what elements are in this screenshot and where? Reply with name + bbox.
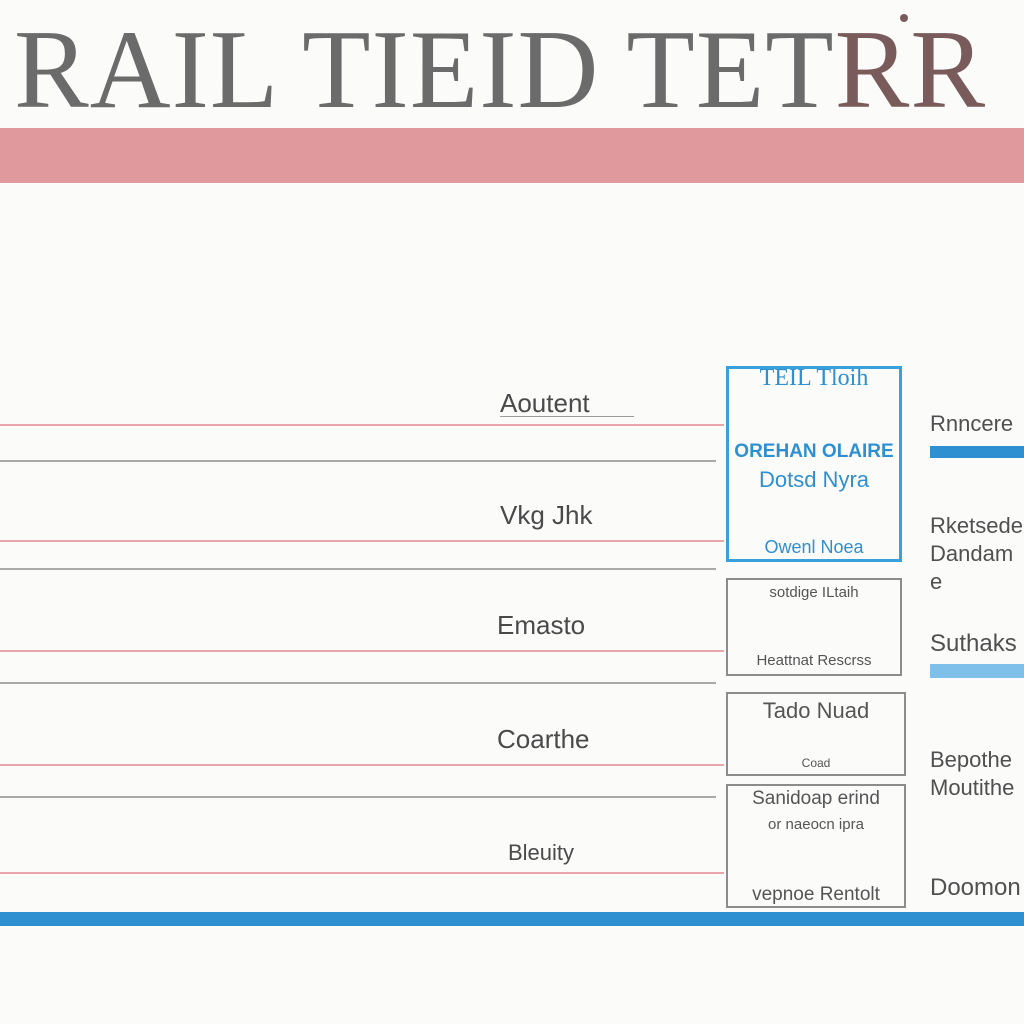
- row-rule-pink-1: [0, 424, 724, 426]
- side-label-3: Suthaks: [930, 630, 1017, 657]
- row-rule-gray-4: [0, 796, 716, 798]
- row-label-2: Vkg Jhk: [500, 500, 593, 530]
- info-card-4-line-3: vepnoe Rentolt: [752, 884, 880, 905]
- row-rule-pink-4: [0, 764, 724, 766]
- footer-band: [0, 912, 1024, 926]
- header-band: [0, 128, 1024, 183]
- page-title: RAIL TIEID TETRR: [14, 14, 986, 126]
- row-label-5: Bleuity: [508, 840, 575, 865]
- info-card-1-line-1: TEIL Tloih: [759, 366, 869, 391]
- info-card-3-line-1: Tado Nuad: [762, 698, 870, 723]
- side-label-1: Rnncere: [930, 411, 1014, 436]
- info-card-1-line-4: Owenl Noea: [764, 537, 864, 557]
- info-card-4-line-1: Sanidoap erind: [752, 788, 880, 809]
- info-card-3[interactable]: Tado Nuad Coad: [726, 692, 906, 776]
- side-bar-3: [930, 664, 1024, 678]
- row-rule-gray-2: [0, 568, 716, 570]
- page-title-accent: RR: [834, 8, 987, 132]
- side-label-4: Bepothe Moutithe: [930, 747, 1015, 800]
- info-card-1-line-2: OREHAN OLAIRE: [734, 441, 894, 462]
- row-label-4: Coarthe: [497, 724, 590, 754]
- info-card-4-line-2: or naeocn ipra: [768, 816, 864, 833]
- row-label-underline-1: [500, 416, 634, 417]
- info-card-3-line-2: Coad: [801, 756, 831, 770]
- row-label-1: Aoutent: [500, 388, 590, 418]
- info-card-2-line-2: Heattnat Rescrss: [756, 652, 872, 669]
- info-card-1[interactable]: TEIL Tloih OREHAN OLAIRE Dotsd Nyra Owen…: [726, 366, 902, 562]
- info-card-1-line-3: Dotsd Nyra: [758, 467, 870, 492]
- info-card-2[interactable]: sotdige ILtaih Heattnat Rescrss: [726, 578, 902, 676]
- row-label-3: Emasto: [497, 610, 586, 640]
- side-bar-1: [930, 446, 1024, 458]
- page-title-main: RAIL TIEID TET: [14, 8, 835, 132]
- side-label-2: Rketsede Dandame: [930, 513, 1023, 594]
- row-rule-gray-1: [0, 460, 716, 462]
- row-rule-gray-3: [0, 682, 716, 684]
- row-rule-pink-2: [0, 540, 724, 542]
- info-card-4[interactable]: Sanidoap erind or naeocn ipra vepnoe Ren…: [726, 784, 906, 908]
- row-rule-pink-5: [0, 872, 724, 874]
- row-rule-pink-3: [0, 650, 724, 652]
- info-card-2-line-1: sotdige ILtaih: [769, 584, 859, 601]
- title-dot-ornament: [900, 14, 908, 22]
- side-label-5: Doomon: [930, 874, 1021, 901]
